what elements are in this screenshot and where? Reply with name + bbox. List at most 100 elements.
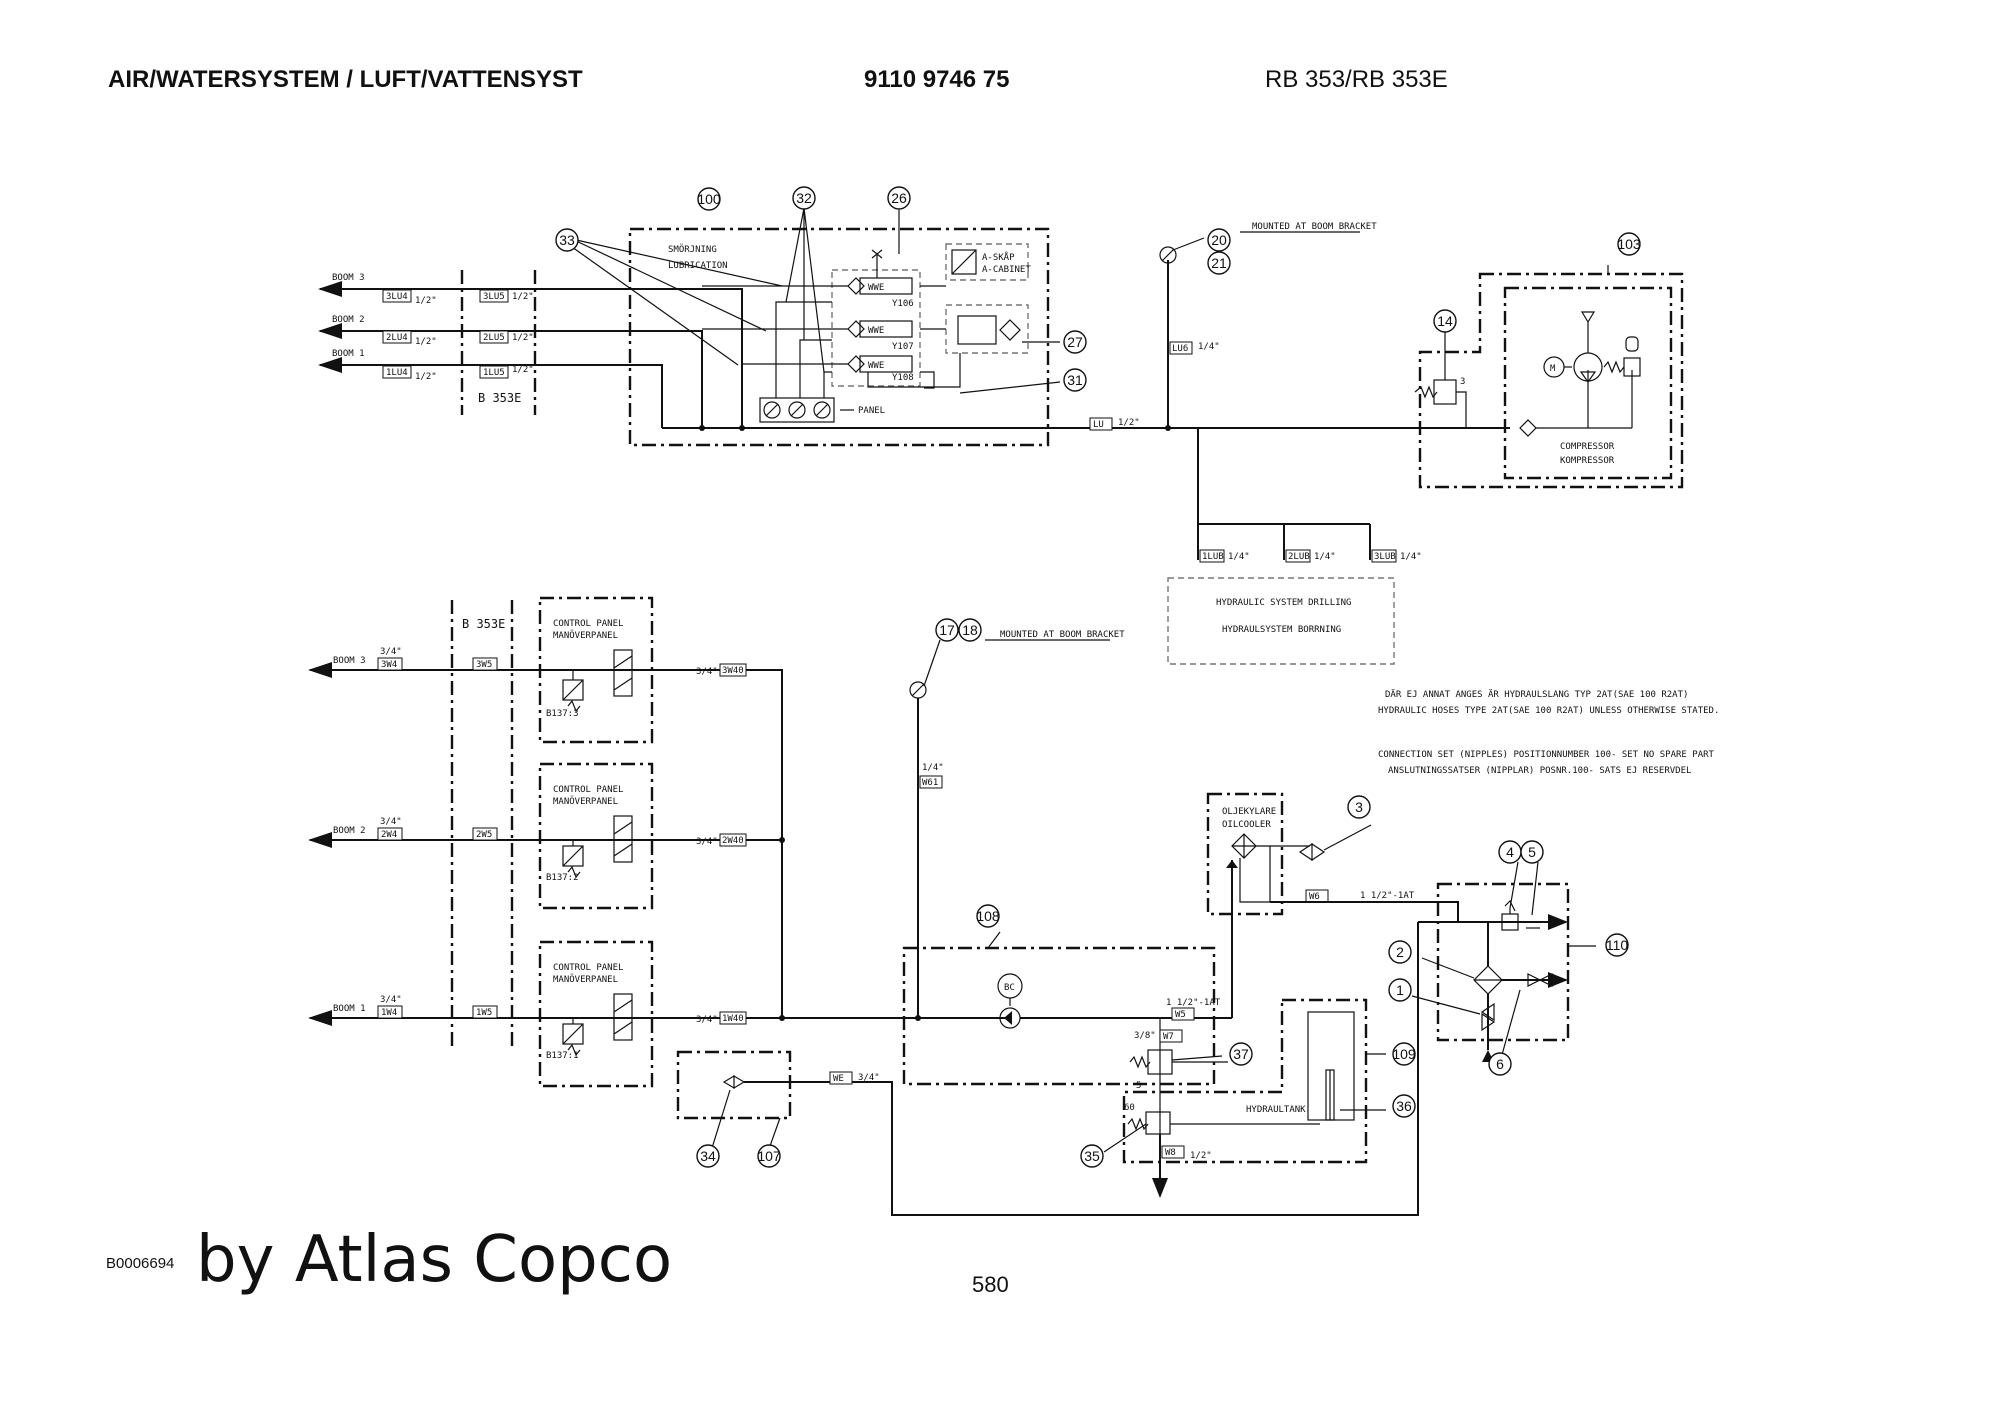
- b353e-label-lower: B 353E: [462, 617, 505, 631]
- position-number: 33: [559, 232, 575, 248]
- hose-3lu4: 3LU4: [386, 292, 408, 302]
- valve-label-y108: Y108: [892, 373, 914, 383]
- water-pump-unit-108: BC 1 1/2"-1AT W5 3/8" W7 5: [902, 946, 1232, 1160]
- hydraulic-system-drilling-box: [1167, 577, 1395, 665]
- hose-1lu4: 1LU4: [386, 368, 408, 378]
- position-number: 26: [891, 190, 907, 206]
- note-line-4: ANSLUTNINGSSATSER (NIPPLAR) POSNR.100- S…: [1388, 766, 1691, 776]
- hose-size: 3/4": [696, 1015, 718, 1025]
- hose-1w40: 1W40: [722, 1014, 744, 1024]
- hose-2lub: 2LUB: [1288, 552, 1310, 562]
- hose-3w4: 3W4: [381, 660, 397, 670]
- hose-1w4: 1W4: [381, 1008, 397, 1018]
- position-number: 27: [1067, 334, 1083, 350]
- hose-2lu4: 2LU4: [386, 333, 408, 343]
- position-107-callout: [757, 1144, 781, 1168]
- hose-lu-tag: LU: [1093, 420, 1104, 430]
- lub-branches: 1LUB 1/4" 2LUB 1/4" 3LUB 1/4" HYDRAULIC …: [1167, 428, 1422, 665]
- position-number: 20: [1211, 232, 1227, 248]
- a-cabinet-border: [945, 243, 1029, 281]
- hose-size: 1/4": [1314, 552, 1336, 562]
- hose-1w5: 1W5: [476, 1008, 492, 1018]
- water-boom-3-label: BOOM 3: [333, 656, 366, 666]
- position-number: 36: [1396, 1098, 1412, 1114]
- position-number: 21: [1211, 255, 1227, 271]
- hose-w5-tag: W5: [1175, 1010, 1186, 1020]
- position-32-callout: [792, 186, 816, 210]
- hydraulic-system-label-sv: HYDRAULSYSTEM BORRNING: [1222, 625, 1341, 635]
- position-number: 14: [1437, 313, 1453, 329]
- hose-3w40: 3W40: [722, 666, 744, 676]
- hose-3lu5: 3LU5: [483, 292, 505, 302]
- position-31-callout: [1063, 368, 1087, 392]
- lubrication-unit-border: [628, 227, 1050, 447]
- position-number: 35: [1084, 1148, 1100, 1164]
- a-cabinet-label-sv: A-SKÅP: [982, 251, 1015, 263]
- hose-size: 1/2": [512, 292, 534, 302]
- hose-2w40: 2W40: [722, 836, 744, 846]
- position-number: 107: [757, 1148, 781, 1164]
- water-boom-1-label: BOOM 1: [333, 1004, 366, 1014]
- relief-valve-35-setting: 60: [1124, 1103, 1135, 1113]
- compressor-outer-border: [1418, 272, 1684, 489]
- position-number: 34: [700, 1148, 716, 1164]
- mounted-note-lower: MOUNTED AT BOOM BRACKET: [1000, 630, 1125, 640]
- position-3-callout: [1347, 795, 1371, 819]
- hose-lu6-size: 1/4": [1198, 342, 1220, 352]
- svg-text:CONTROL PANEL: CONTROL PANEL: [553, 785, 623, 795]
- b353e-label-upper: B 353E: [478, 391, 521, 405]
- w61-line: 1/4" W61 MOUNTED AT BOOM BRACKET: [909, 630, 1125, 1021]
- compressor-unit: 3 M COMPRESSOR KOMPRESSOR: [1414, 272, 1684, 489]
- water-boom-lines: B 353E BOOM 3 3/4" 3W4 3W5 3/4" 3W40 BOO…: [308, 600, 1010, 1050]
- control-panel-label-sv: MANÖVERPANEL: [553, 630, 618, 641]
- position-35-callout: [1080, 1144, 1104, 1168]
- page-number: 580: [972, 1272, 1009, 1297]
- position-number: 31: [1067, 372, 1083, 388]
- position-number: 108: [976, 908, 1000, 924]
- position-number: 37: [1233, 1046, 1249, 1062]
- valve-label-b137-1: B137:1: [546, 1051, 579, 1061]
- relief-valve-14-icon: [1433, 379, 1457, 405]
- hose-size: 1/4": [1400, 552, 1422, 562]
- position-108-callout: [976, 904, 1000, 928]
- control-panel-1: CONTROL PANEL MANÖVERPANEL B137:1: [538, 940, 654, 1088]
- hose-lu6-tag: LU6: [1172, 344, 1188, 354]
- position-number: 18: [962, 622, 978, 638]
- oilcooler-label-en: OILCOOLER: [1222, 820, 1271, 830]
- hydraulic-tank-unit: HYDRAULTANK 60 W8 1/2": [1122, 998, 1368, 1198]
- gauge-icon: [788, 401, 806, 419]
- water-boom-2-label: BOOM 2: [333, 826, 366, 836]
- position-20-callout: [1207, 228, 1231, 252]
- position-number: 2: [1396, 944, 1404, 960]
- position-5-callout: [1520, 840, 1544, 864]
- lubrication-unit: SMÖRJNING LUBRICATION WWE Y106 WWE Y107 …: [628, 227, 1168, 447]
- valve-symbol-text: WWE: [868, 283, 884, 293]
- air-boom-2-label: BOOM 2: [332, 315, 365, 325]
- water-valve-icon: [613, 649, 633, 697]
- hose-2w4: 2W4: [381, 830, 397, 840]
- hose-size: 1/2": [415, 337, 437, 347]
- unit-107-border: [676, 1050, 792, 1120]
- hose-w6-size: 1 1/2"-1AT: [1360, 891, 1415, 901]
- hose-1lub: 1LUB: [1202, 552, 1224, 562]
- hose-3lub: 3LUB: [1374, 552, 1396, 562]
- note-line-1: DÄR EJ ANNAT ANGES ÄR HYDRAULSLANG TYP 2…: [1385, 689, 1688, 700]
- position-number: 1: [1396, 982, 1404, 998]
- valve-label-b137-2: B137:2: [546, 873, 579, 883]
- solenoid-valve-y108: WWE Y108: [847, 355, 914, 383]
- position-number: 32: [796, 190, 812, 206]
- position-callouts: 100 32 26 33 20 21 103 14 27 31 17 18 3 …: [555, 186, 1641, 1168]
- ball-valve-6-icon: [1527, 973, 1553, 987]
- hose-size: 1/4": [1228, 552, 1250, 562]
- water-valve-icon: [613, 815, 633, 863]
- position-14-callout: [1433, 309, 1457, 333]
- water-supply-unit-110: [1418, 882, 1570, 1062]
- hose-w61-size: 1/4": [922, 763, 944, 773]
- hose-size: 3/4": [696, 667, 718, 677]
- hose-2w5: 2W5: [476, 830, 492, 840]
- notes-block: DÄR EJ ANNAT ANGES ÄR HYDRAULSLANG TYP 2…: [1378, 689, 1719, 776]
- position-number: 103: [1617, 236, 1641, 252]
- control-panel-3: CONTROL PANEL MANÖVERPANEL B137:3: [538, 596, 654, 744]
- hose-size: 3/4": [380, 647, 402, 657]
- compressor-inner-border: [1503, 286, 1673, 480]
